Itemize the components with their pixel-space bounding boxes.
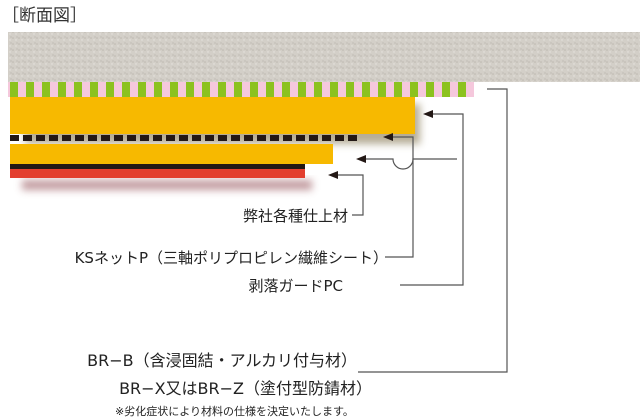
finish-shadow — [22, 180, 312, 190]
arrow-icon — [423, 110, 433, 118]
diagram-title: ［断面図］ — [2, 6, 87, 26]
arrow-icon — [383, 133, 393, 141]
concrete-layer — [8, 32, 640, 82]
label-brb: BR−B（含浸固結・アルカリ付与材） — [87, 351, 357, 370]
label-ksnet: KSネットP（三軸ポリプロピレン繊維シート） — [74, 249, 388, 267]
guard-layer — [10, 97, 415, 134]
note-text: ※劣化症状により材料の仕様を決定いたします。 — [115, 405, 354, 418]
ksnet-layer — [10, 135, 357, 141]
arrow-icon — [356, 155, 366, 163]
label-finish: 弊社各種仕上材 — [242, 207, 348, 225]
finish-black-layer — [10, 164, 305, 169]
leader-lines — [335, 88, 508, 373]
label-brx: BR−X又はBR−Z（塗付型防錆材） — [119, 379, 372, 398]
finish-red-layer — [10, 169, 305, 178]
label-guard: 剥落ガードPC — [248, 277, 343, 295]
arrowheads — [328, 110, 433, 179]
primer-layer — [8, 82, 474, 97]
guard-layer-2 — [10, 144, 333, 164]
arrow-icon — [328, 171, 338, 179]
